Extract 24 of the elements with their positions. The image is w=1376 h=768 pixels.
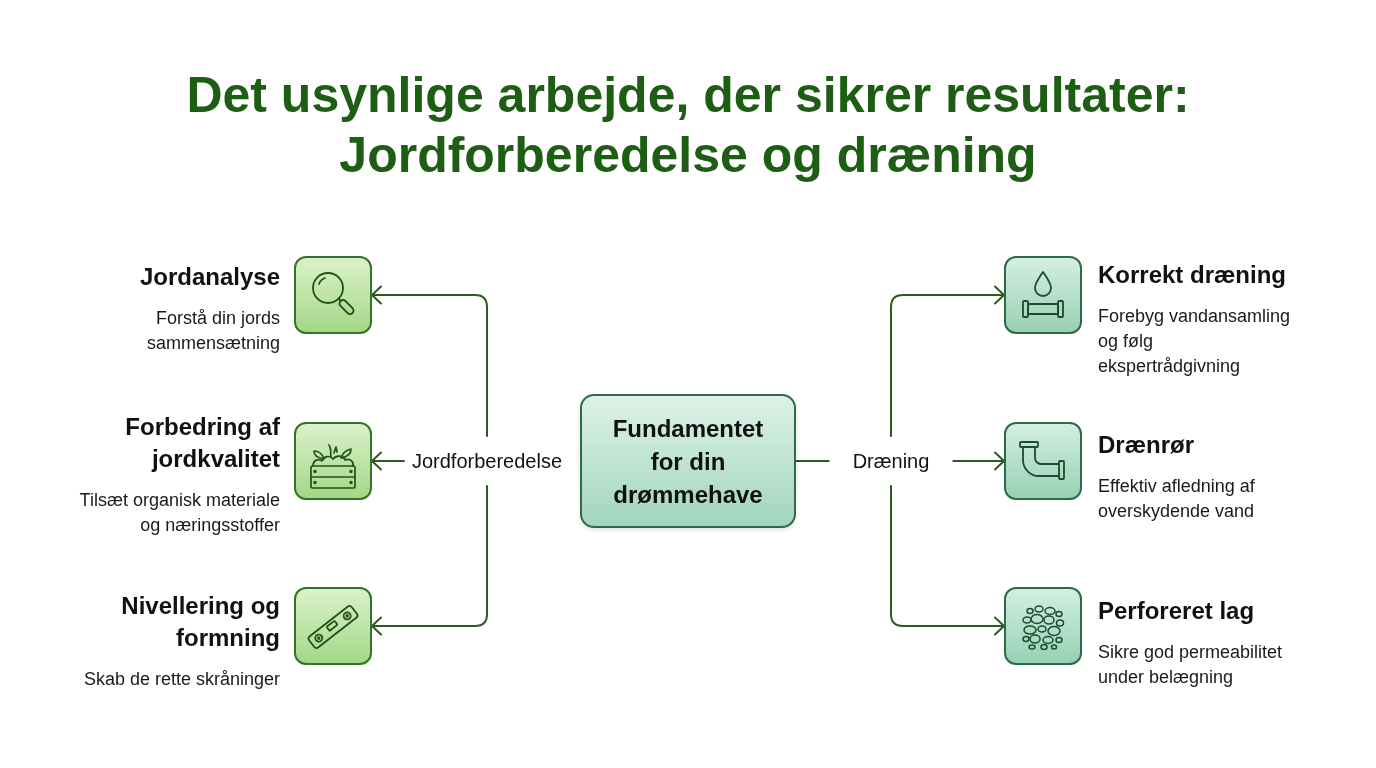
item-heading: Nivellering og formning bbox=[120, 591, 280, 653]
arrow bbox=[371, 285, 488, 437]
item-heading: Jordanalyse bbox=[139, 262, 280, 292]
arrow bbox=[952, 451, 1005, 471]
item-description: Sikre god permeabilitet under belægning bbox=[1098, 641, 1284, 689]
connector-line bbox=[795, 460, 830, 462]
arrow bbox=[371, 485, 488, 636]
topic-text: Fundamentet for din drømmehave bbox=[611, 413, 765, 510]
branch-label: Dræning bbox=[852, 449, 930, 473]
branch-label: Jordforberedelse bbox=[411, 449, 563, 473]
arrow bbox=[890, 285, 1005, 437]
item-description: Skab de rette skråninger bbox=[83, 668, 280, 691]
topic-box bbox=[580, 394, 796, 528]
item-heading: Korrekt dræning bbox=[1098, 260, 1286, 290]
item-heading: Drænrør bbox=[1098, 430, 1194, 460]
item-heading: Forbedring af jordkvalitet bbox=[124, 412, 280, 474]
arrow bbox=[890, 485, 1005, 636]
title: Det usynlige arbejde, der sikrer resultater: Jordforberedelse og dræning bbox=[185, 66, 1191, 185]
item-description: Effektiv afledning af overskydende vand bbox=[1098, 475, 1256, 523]
item-heading: Perforeret lag bbox=[1098, 596, 1255, 626]
item-description: Tilsæt organisk materiale og næringsstoffer bbox=[78, 489, 280, 537]
item-description: Forstå din jords sammensætning bbox=[145, 307, 280, 355]
item-description: Forebyg vandansamling og følg ekspertrådgivning bbox=[1098, 305, 1292, 378]
arrow bbox=[371, 451, 405, 471]
